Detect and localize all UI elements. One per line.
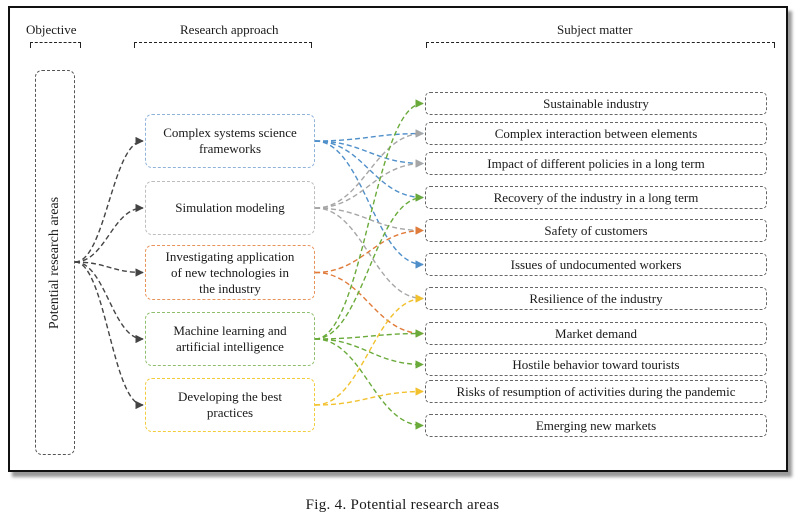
approach-box-4: Machine learning and artificial intellig…: [145, 312, 315, 366]
approach-box-3: Investigating application of new technol…: [145, 245, 315, 300]
subject-box-6: Issues of undocumented workers: [425, 253, 767, 276]
subject-box-5: Safety of customers: [425, 219, 767, 242]
header-objective-bracket: [30, 42, 81, 48]
header-subject: Subject matter: [557, 22, 633, 37]
objective-link-5: [74, 261, 144, 410]
objective-label: Potential research areas: [47, 196, 62, 329]
approach-4-to-subject-4: [314, 193, 424, 340]
approach-1-to-subject-6: [314, 140, 424, 269]
header-objective: Objective: [26, 22, 77, 37]
header-subject-bracket: [426, 42, 775, 48]
approach-3-to-subject-8: [314, 271, 424, 338]
approach-4-to-subject-8: [314, 329, 424, 340]
objective-link-2: [74, 203, 144, 263]
figure-caption: Fig. 4. Potential research areas: [305, 497, 500, 513]
subject-box-3: Impact of different policies in a long t…: [425, 152, 767, 175]
approach-2-to-subject-7: [314, 207, 424, 303]
approach-1-to-subject-2: [314, 129, 424, 142]
approach-2-to-subject-5: [314, 207, 424, 235]
subject-box-10: Risks of resumption of activities during…: [425, 380, 767, 403]
approach-box-1: Complex systems science frameworks: [145, 114, 315, 168]
approach-box-2: Simulation modeling: [145, 181, 315, 235]
approach-box-5: Developing the best practices: [145, 378, 315, 432]
objective-link-1: [74, 136, 144, 263]
subject-box-1: Sustainable industry: [425, 92, 767, 115]
header-approach-bracket: [134, 42, 312, 48]
approach-3-to-subject-5: [314, 226, 424, 274]
approach-5-to-subject-7: [314, 294, 424, 406]
objective-box: Potential research areas: [35, 70, 75, 455]
subject-box-4: Recovery of the industry in a long term: [425, 186, 767, 209]
approach-1-to-subject-4: [314, 140, 424, 202]
figure-frame: Objective Research approach Subject matt…: [8, 6, 788, 472]
approach-4-to-subject-11: [314, 338, 424, 430]
subject-box-8: Market demand: [425, 322, 767, 345]
objective-link-3: [74, 261, 144, 277]
subject-box-9: Hostile behavior toward tourists: [425, 353, 767, 376]
approach-5-to-subject-10: [314, 387, 424, 406]
approach-2-to-subject-3: [314, 159, 424, 209]
header-approach: Research approach: [180, 22, 279, 37]
subject-box-11: Emerging new markets: [425, 414, 767, 437]
objective-link-4: [74, 261, 144, 344]
subject-box-7: Resilience of the industry: [425, 287, 767, 310]
approach-2-to-subject-2: [314, 129, 424, 209]
approach-1-to-subject-3: [314, 140, 424, 168]
approach-4-to-subject-9: [314, 338, 424, 369]
subject-box-2: Complex interaction between elements: [425, 122, 767, 145]
